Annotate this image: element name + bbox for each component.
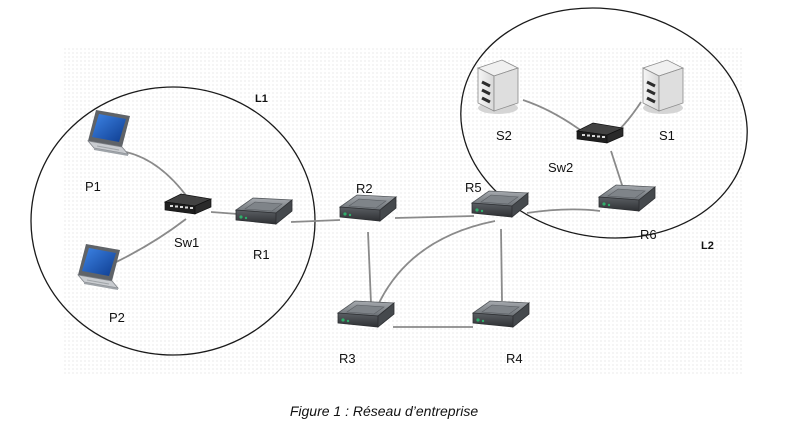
server-s1-icon — [641, 58, 685, 116]
node-label-s1: S1 — [659, 128, 675, 143]
link-r2-r5 — [394, 215, 475, 219]
link-r1-r2 — [290, 219, 341, 223]
laptop-p1-icon — [87, 109, 131, 157]
link-r5-r6 — [526, 208, 601, 214]
link-r5-r4 — [500, 228, 503, 302]
link-r6-sw2 — [610, 150, 624, 189]
node-label-sw2: Sw2 — [548, 160, 573, 175]
node-label-r1: R1 — [253, 247, 270, 262]
node-label-r3: R3 — [339, 351, 356, 366]
node-label-r4: R4 — [506, 351, 523, 366]
link-r3-r5 — [377, 220, 496, 306]
laptop-p2-icon — [77, 243, 121, 291]
link-sw2-s2 — [522, 99, 584, 133]
links-layer — [111, 99, 642, 328]
node-label-sw1: Sw1 — [174, 235, 199, 250]
node-label-p1: P1 — [85, 179, 101, 194]
node-label-s2: S2 — [496, 128, 512, 143]
lan-l2-boundary — [460, 7, 748, 239]
link-sw1-r1 — [210, 211, 239, 215]
node-label-r2: R2 — [356, 181, 373, 196]
figure-caption: Figure 1 : Réseau d’entreprise — [290, 403, 479, 419]
node-label-r6: R6 — [640, 227, 657, 242]
lan-l1-label: L1 — [255, 93, 268, 105]
link-p2-sw1 — [111, 218, 187, 265]
node-label-r5: R5 — [465, 180, 482, 195]
server-s2-icon — [476, 58, 520, 116]
link-p1-sw1 — [125, 151, 189, 199]
node-label-p2: P2 — [109, 310, 125, 325]
lan-l2-label: L2 — [701, 240, 714, 252]
link-r2-r3 — [367, 231, 372, 304]
